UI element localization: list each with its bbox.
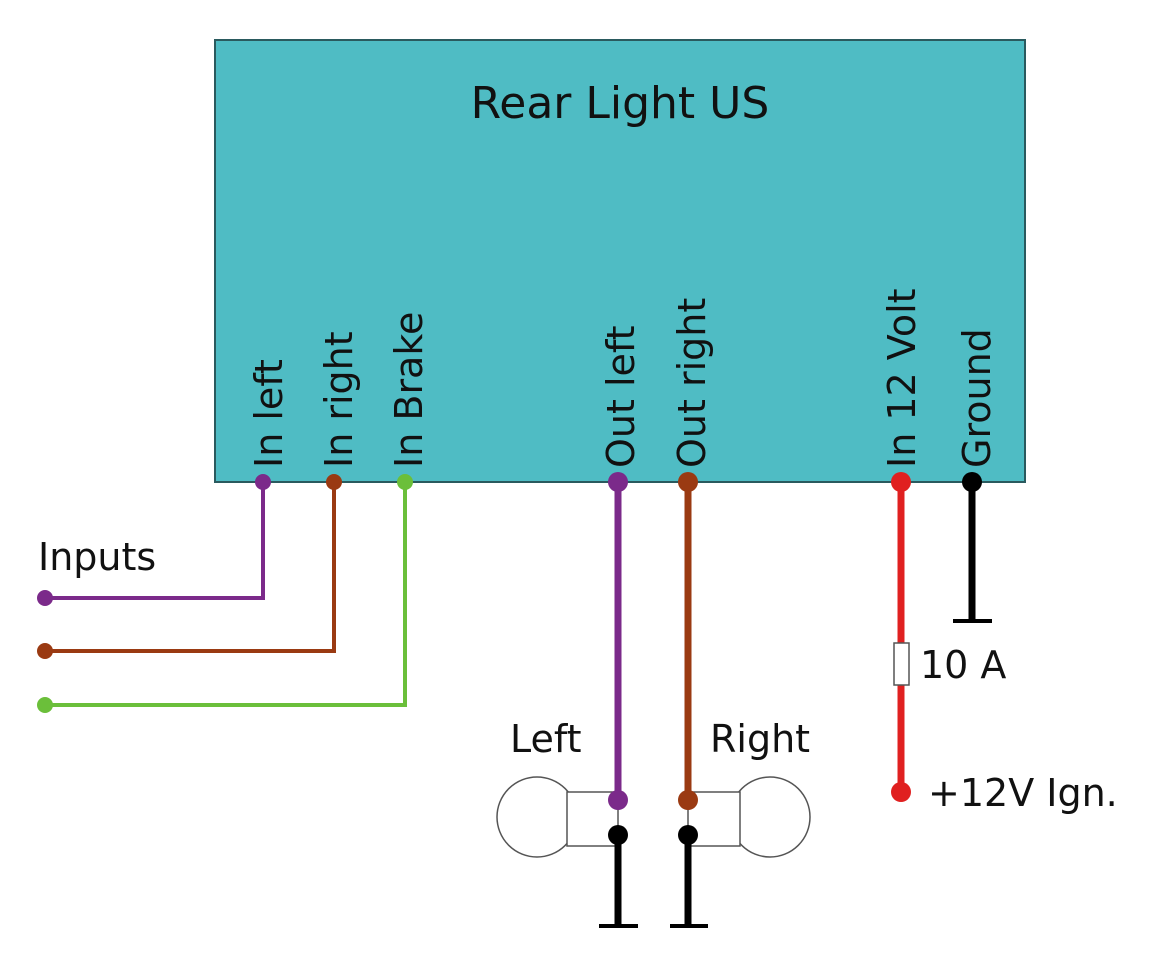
lamp-left-icon [496,776,638,928]
terminal-in-brake [37,697,53,713]
pin-label-out-left: Out left [599,325,643,468]
wire-in-brake [45,482,407,707]
terminal-12v-ign [891,782,911,802]
pin-label-in-left: In left [247,359,291,468]
module-box [214,39,1026,483]
fuse-icon [893,642,910,686]
wire-in-left [45,482,265,600]
inputs-label: Inputs [38,535,156,579]
pin-dot-in-12-volt [891,472,911,492]
pin-label-in-12-volt: In 12 Volt [880,288,924,468]
pin-label-in-right: In right [317,331,361,468]
wire-in-right [45,482,336,653]
fuse-label: 10 A [920,643,1006,687]
lamp-right-icon [670,776,811,928]
terminal-in-left [37,590,53,606]
pin-dot-in-left [255,474,271,490]
pin-dot-out-left [608,472,628,492]
pin-label-in-brake: In Brake [387,312,431,468]
pin-dot-out-right [678,472,698,492]
lamp-right-label: Right [710,717,810,761]
module-title: Rear Light US [471,78,770,129]
pin-label-out-right: Out right [670,298,714,468]
supply-label: +12V Ign. [928,771,1118,815]
pin-label-ground: Ground [955,328,999,468]
pin-dot-ground [962,472,982,492]
pin-dot-in-brake [397,474,413,490]
pin-dot-in-right [326,474,342,490]
lamp-left-label: Left [510,717,582,761]
terminal-in-right [37,643,53,659]
